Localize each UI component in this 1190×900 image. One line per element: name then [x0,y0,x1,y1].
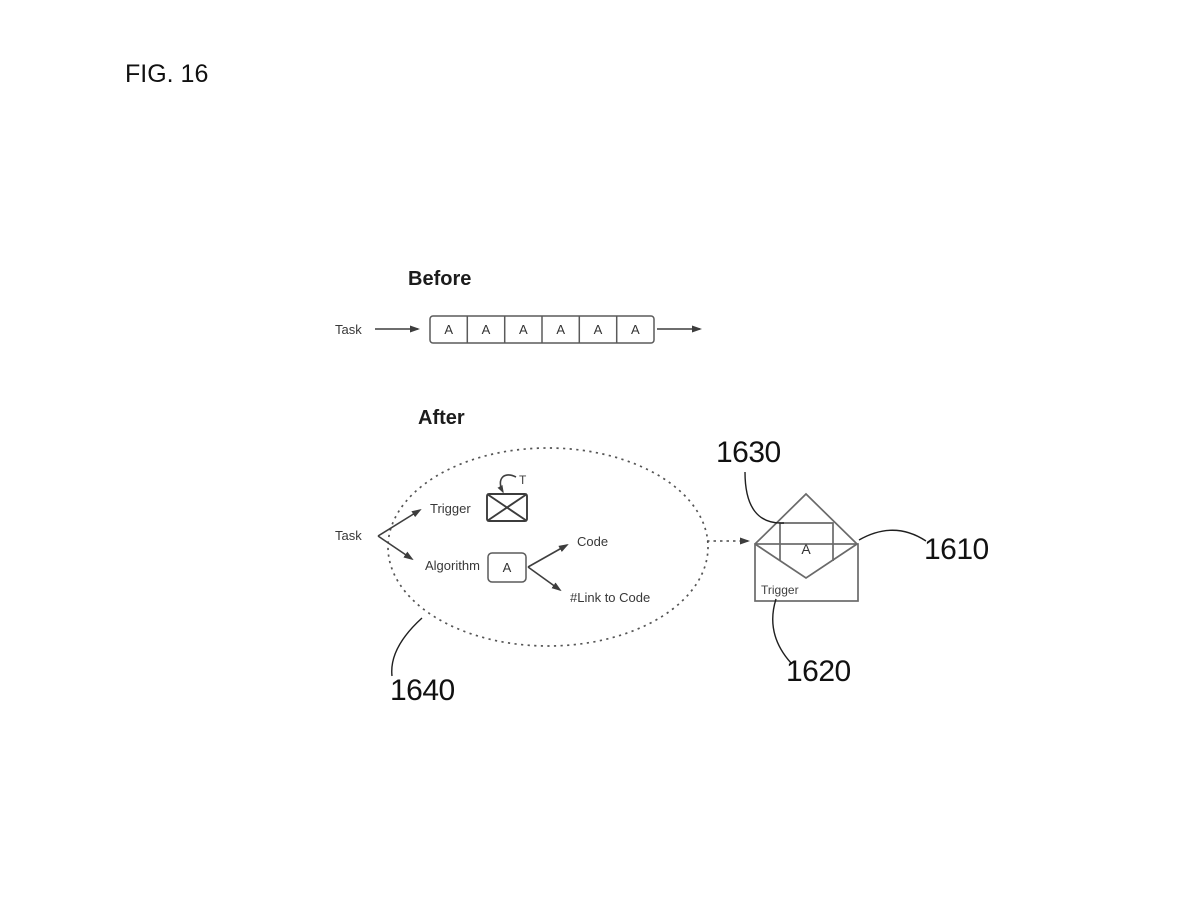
activity-box-label: A [594,322,603,337]
open-envelope: A Trigger [754,492,859,602]
trigger-branch-arrow [377,508,422,537]
activity-box-label: A [556,322,565,337]
envelope-front-flap [754,543,858,580]
algorithm-label: Algorithm [425,558,480,573]
trigger-tag-pointer-arrow [497,474,517,494]
before-task-label: Task [335,322,362,337]
activity-box-label: A [631,322,640,337]
envelope-note-label: A [801,541,811,557]
ref-1630-leader-line [744,471,785,524]
envelope-body [754,543,859,602]
after-task-label: Task [335,528,362,543]
ref-1610-label: 1610 [924,533,989,566]
before-section: Before Task A A A A A A [335,268,702,344]
reference-numerals: 1630 1610 1620 1640 [390,436,989,707]
after-section: After Task Trigger T Algorithm A Code #L… [335,407,709,647]
envelope-back-flap [754,492,858,545]
link-to-code-arrow [527,566,562,592]
boundary-ellipse [387,447,709,647]
algorithm-branch-arrow [377,535,414,561]
algorithm-box [487,552,527,583]
ref-1630-label: 1630 [716,436,781,469]
ref-1640-label: 1640 [390,674,455,707]
activity-box-label: A [519,322,528,337]
trigger-label: Trigger [430,501,471,516]
envelope-trigger-label: Trigger [761,583,799,597]
ref-1610-leader-line [858,529,927,542]
trigger-tag-label: T [519,473,527,487]
code-label: Code [577,534,608,549]
trigger-envelope-icon [486,493,528,522]
ref-1620-label: 1620 [786,655,851,688]
ref-1620-leader-line [772,598,792,664]
activity-box-label: A [482,322,491,337]
activity-box-label: A [444,322,453,337]
envelope-outline [486,493,528,522]
envelope-note [779,522,834,561]
link-to-code-label: #Link to Code [570,590,650,605]
ref-1640-leader-line [391,617,423,677]
after-title: After [418,407,465,429]
algorithm-box-label: A [503,560,512,575]
envelope-diagonal [486,493,528,522]
code-arrow [527,544,569,568]
figure-number-label: FIG. 16 [125,60,208,88]
before-title: Before [408,268,471,290]
